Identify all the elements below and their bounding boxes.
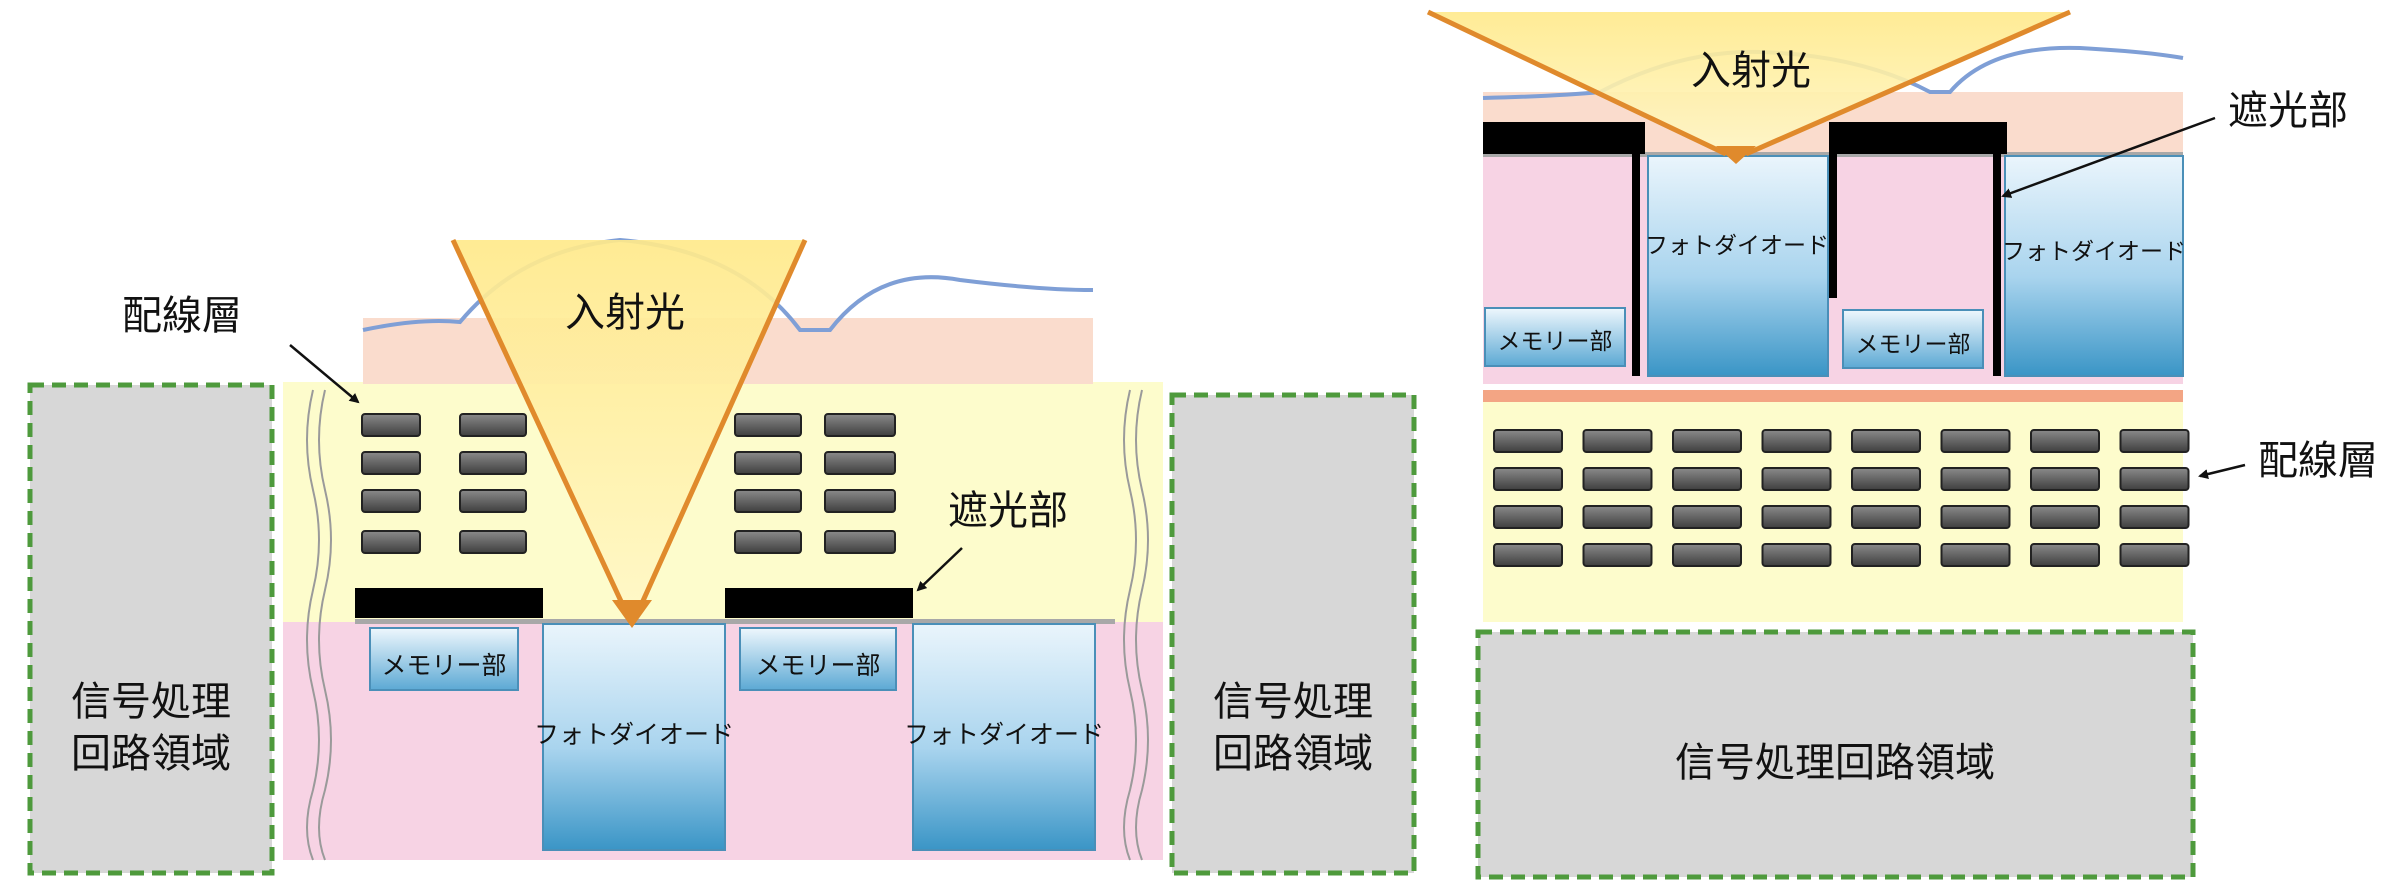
- right-photodiode-label-2: フォトダイオード: [2002, 239, 2186, 265]
- right-metal-bar: [2119, 543, 2190, 567]
- right-photodiode-2: [2004, 155, 2184, 377]
- right-metal-bar: [1940, 467, 2011, 491]
- right-metal-bar: [1493, 429, 1563, 453]
- left-cut-line-left-2: [318, 389, 332, 861]
- right-metal-bar: [2030, 543, 2100, 567]
- left-signal-label-right: 信号処理 回路領域: [1183, 676, 1403, 780]
- right-metal-bar: [1582, 467, 1653, 491]
- left-cut-line-right-2: [1135, 389, 1149, 861]
- left-wiring-layer-label: 配線層: [122, 293, 242, 339]
- right-metal-bar: [1582, 429, 1653, 453]
- right-photodiode-1: [1647, 155, 1829, 377]
- right-metal-bar: [1672, 429, 1742, 453]
- left-light-arrowhead: [612, 600, 652, 628]
- left-diagram: [27, 237, 1417, 876]
- left-signal-left-line-2: 回路領域: [71, 731, 231, 777]
- right-metal-bar: [1940, 429, 2011, 453]
- right-metal-bar: [2119, 505, 2190, 529]
- left-metal-bars-group-2: [734, 413, 896, 554]
- right-metal-bar: [1672, 505, 1742, 529]
- right-light-ray-left: [1426, 9, 1728, 157]
- right-metal-bar: [1582, 543, 1653, 567]
- left-light-cone: [453, 240, 805, 622]
- right-shield-vertical-1: [1632, 152, 1640, 376]
- left-signal-area-left: [27, 382, 275, 876]
- right-shield-vertical-3: [1993, 152, 2001, 376]
- right-light-arrowhead: [1716, 146, 1756, 164]
- right-metal-bar: [2030, 429, 2100, 453]
- right-metal-bar: [1672, 467, 1742, 491]
- left-interface-line: [355, 619, 1115, 624]
- left-memory-label-1: メモリー部: [381, 651, 507, 680]
- left-light-shield-label: 遮光部: [948, 488, 1068, 534]
- right-memory-unit-1: [1484, 307, 1626, 367]
- left-memory-unit-2: [739, 627, 897, 691]
- left-photodiode-2: [912, 623, 1096, 851]
- left-light-ray-right: [635, 238, 808, 614]
- left-signal-label-left: 信号処理 回路領域: [41, 676, 261, 780]
- left-memory-label-2: メモリー部: [755, 651, 881, 680]
- left-photodiode-1: [542, 623, 726, 851]
- right-metal-bar: [1493, 467, 1563, 491]
- right-memory-unit-2: [1842, 309, 1984, 369]
- right-metal-bar: [1851, 429, 1921, 453]
- right-light-cone: [1428, 12, 2070, 158]
- left-signal-area-right: [1169, 392, 1417, 876]
- right-light-shield-2: [1829, 122, 2007, 154]
- right-metal-bar: [1761, 429, 1832, 453]
- left-photodiode-label-2: フォトダイオード: [903, 720, 1105, 749]
- right-memory-label-2: メモリー部: [1855, 332, 1971, 358]
- right-metal-bar: [1761, 505, 1832, 529]
- right-incident-light-label: 入射光: [1691, 48, 1811, 94]
- left-incident-light-label: 入射光: [565, 290, 685, 336]
- left-light-shield-1: [355, 588, 543, 618]
- right-metal-bar: [2119, 467, 2190, 491]
- left-memory-unit-1: [369, 627, 519, 691]
- right-metal-bar: [2030, 467, 2100, 491]
- right-metal-bar: [1493, 505, 1563, 529]
- right-metal-bar: [2119, 429, 2190, 453]
- right-orange-separator: [1483, 390, 2183, 402]
- left-cut-line-right: [1123, 389, 1137, 861]
- right-signal-area: [1475, 629, 2196, 880]
- right-shield-pointer-arrow: [2001, 116, 2216, 198]
- right-metal-bar: [1493, 543, 1563, 567]
- right-light-shield-label: 遮光部: [2228, 88, 2348, 134]
- right-metal-bar: [1940, 505, 2011, 529]
- left-wiring-pointer-arrow: [289, 344, 360, 404]
- right-diagram: [1426, 9, 2246, 880]
- left-photodiode-label-1: フォトダイオード: [533, 720, 735, 749]
- left-signal-left-line-1: 信号処理: [71, 679, 231, 725]
- left-cut-line-left: [306, 389, 320, 861]
- right-metal-bar: [2030, 505, 2100, 529]
- right-metal-bar: [1851, 467, 1921, 491]
- right-metal-bar: [1851, 543, 1921, 567]
- right-metal-bar: [1851, 505, 1921, 529]
- left-light-ray-left: [450, 238, 629, 614]
- left-signal-right-line-1: 信号処理: [1213, 679, 1373, 725]
- right-photodiode-label-1: フォトダイオード: [1645, 233, 1829, 259]
- right-metal-bar: [1940, 543, 2011, 567]
- right-wiring-layer-label: 配線層: [2258, 438, 2378, 484]
- right-shield-vertical-2: [1829, 152, 1837, 298]
- left-shield-pointer-arrow: [916, 547, 963, 592]
- left-signal-right-line-2: 回路領域: [1213, 731, 1373, 777]
- right-light-shield-1: [1483, 122, 1645, 154]
- right-memory-label-1: メモリー部: [1497, 329, 1613, 355]
- right-metal-bar: [1761, 467, 1832, 491]
- right-metal-bar: [1761, 543, 1832, 567]
- right-wiring-pointer-arrow: [2198, 463, 2246, 479]
- right-signal-area-label: 信号処理回路領域: [1675, 740, 1995, 786]
- left-metal-bars-group-1: [361, 413, 527, 554]
- right-metal-bars: [1493, 429, 2190, 567]
- right-metal-bar: [1582, 505, 1653, 529]
- right-metal-bar: [1672, 543, 1742, 567]
- right-light-ray-right: [1744, 9, 2072, 157]
- left-light-shield-2: [725, 588, 913, 618]
